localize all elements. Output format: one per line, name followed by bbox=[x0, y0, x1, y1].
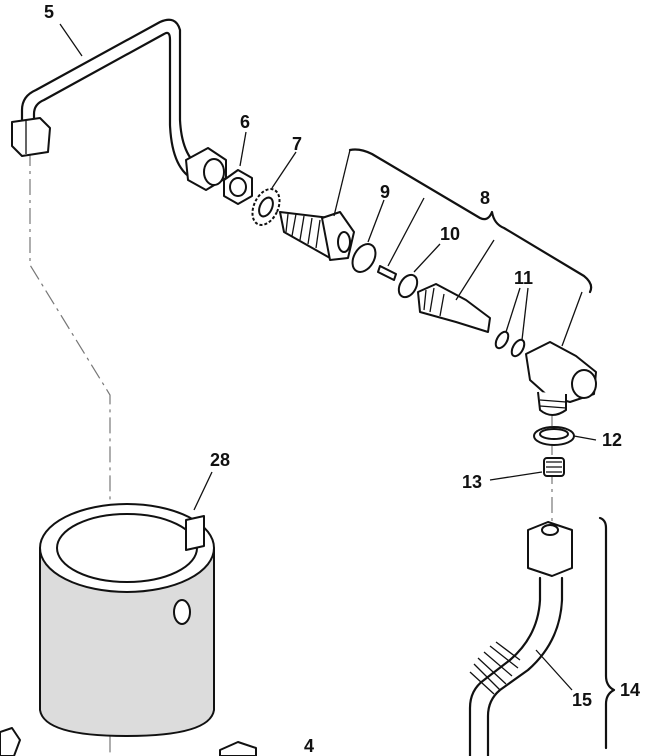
label-14: 14 bbox=[620, 680, 640, 700]
part-7-washer bbox=[251, 188, 281, 226]
part-6-nut bbox=[223, 169, 253, 205]
label-10: 10 bbox=[440, 224, 460, 244]
part-labels: 5 6 7 8 9 10 11 12 13 14 15 28 4 bbox=[44, 2, 640, 756]
part-9-pin bbox=[377, 265, 397, 281]
label-5: 5 bbox=[44, 2, 54, 22]
bracket-14 bbox=[598, 516, 616, 750]
label-8: 8 bbox=[480, 188, 490, 208]
part-5-pipe bbox=[11, 18, 227, 191]
part-5-nut-left bbox=[11, 117, 51, 157]
label-12: 12 bbox=[602, 430, 622, 450]
part-8-elbow bbox=[525, 341, 597, 416]
part-28-sleeve bbox=[39, 503, 215, 737]
leader-lines bbox=[59, 23, 597, 691]
part-12-seal-ring bbox=[533, 426, 575, 446]
label-4: 4 bbox=[304, 736, 314, 756]
label-15: 15 bbox=[572, 690, 592, 710]
label-7: 7 bbox=[292, 134, 302, 154]
part-9-o-ring bbox=[351, 243, 377, 273]
label-11: 11 bbox=[514, 268, 533, 288]
label-28: 28 bbox=[210, 450, 230, 470]
label-6: 6 bbox=[240, 112, 250, 132]
label-13: 13 bbox=[462, 472, 482, 492]
part-10-washer bbox=[397, 273, 419, 299]
label-9: 9 bbox=[380, 182, 390, 202]
part-15-pipe bbox=[468, 521, 573, 756]
part-11-o-ring-a bbox=[494, 330, 510, 350]
part-8-fitting bbox=[279, 211, 355, 261]
bracket-8 bbox=[348, 148, 593, 294]
part-11-o-ring-b bbox=[510, 338, 526, 358]
part-8-valve-body bbox=[417, 283, 491, 333]
part-4-fragment bbox=[0, 727, 257, 756]
part-13-insert bbox=[543, 457, 565, 477]
